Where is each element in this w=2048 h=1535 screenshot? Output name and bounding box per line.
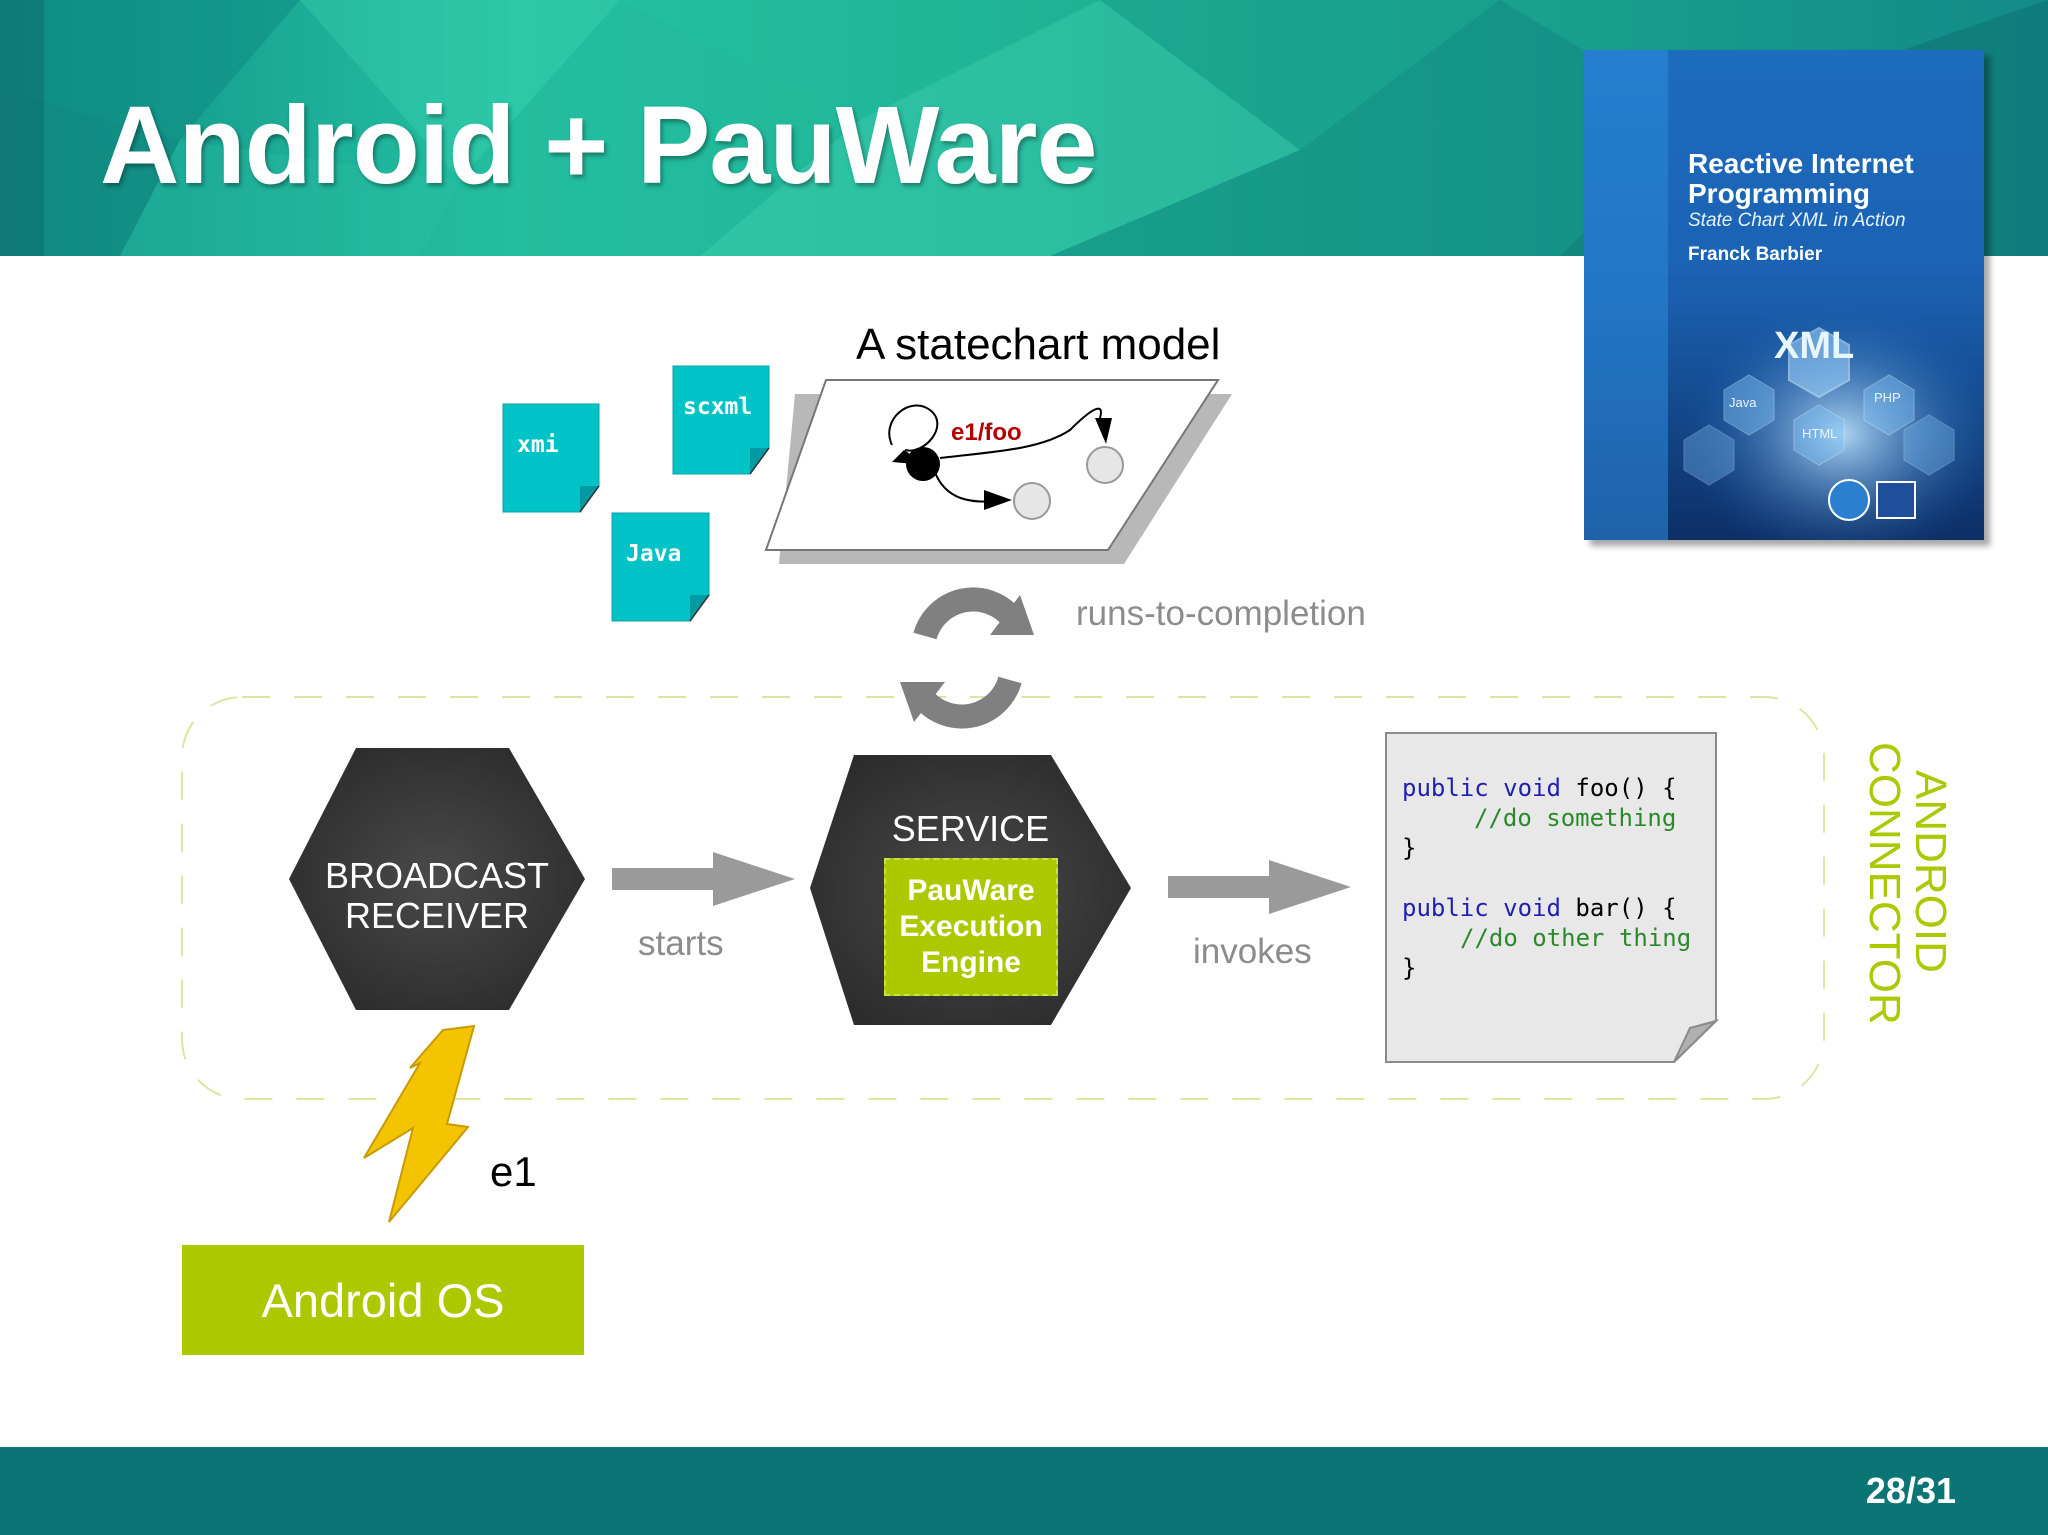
broadcast-receiver-hexagon bbox=[289, 748, 585, 1010]
code-sheet bbox=[1385, 732, 1720, 1063]
code-signature: foo() { bbox=[1560, 774, 1677, 802]
book-cover-word-php: PHP bbox=[1874, 390, 1901, 405]
starts-label: starts bbox=[638, 924, 724, 963]
book-cover-art bbox=[1584, 50, 1984, 540]
android-connector-boundary bbox=[181, 696, 1825, 1100]
book-author: Franck Barbier bbox=[1688, 244, 1823, 265]
book-cover: Reactive Internet Programming State Char… bbox=[1584, 50, 1984, 540]
footer-bar bbox=[0, 1447, 2048, 1535]
book-subtitle: State Chart XML in Action bbox=[1688, 210, 1906, 231]
code-line-1: public void foo() { bbox=[1402, 774, 1677, 802]
event-label: e1 bbox=[490, 1148, 537, 1195]
page-number: 28/31 bbox=[1865, 1470, 1956, 1511]
xmi-file-label: xmi bbox=[517, 432, 559, 458]
code-line-3: } bbox=[1402, 834, 1417, 862]
book-title-line2: Programming bbox=[1688, 178, 1871, 209]
android-connector-label: ANDROID CONNECTOR bbox=[1860, 742, 1960, 1025]
book-title-line1: Reactive Internet bbox=[1688, 148, 1914, 179]
book-cover-word-html: HTML bbox=[1802, 426, 1838, 441]
code-line-2: //do something bbox=[1474, 804, 1677, 832]
code-line-4: public void bar() { bbox=[1402, 894, 1677, 922]
book-cover-word-xml: XML bbox=[1774, 325, 1855, 367]
statechart-transition-label: e1/foo bbox=[951, 419, 1022, 446]
statechart-initial-state bbox=[906, 447, 940, 481]
code-line-5: //do other thing bbox=[1460, 924, 1692, 952]
statechart-state-b bbox=[1013, 482, 1051, 520]
book-cover-word-java: Java bbox=[1729, 395, 1757, 410]
starts-arrow bbox=[612, 852, 795, 906]
scxml-file-icon bbox=[672, 365, 770, 475]
android-connector-text: ANDROID CONNECTOR bbox=[1860, 742, 1955, 1025]
connector-line1: ANDROID bbox=[1906, 770, 1955, 973]
java-file-icon bbox=[611, 512, 710, 622]
code-line-6: } bbox=[1402, 954, 1417, 982]
scxml-file-label: scxml bbox=[683, 394, 753, 420]
engine-line1: PauWare bbox=[907, 874, 1035, 907]
connector-line2: CONNECTOR bbox=[1860, 742, 1909, 1022]
runs-to-completion-label: runs-to-completion bbox=[1076, 594, 1366, 633]
invokes-arrow bbox=[1168, 860, 1351, 914]
broadcast-receiver-label: BROADCAST RECEIVER bbox=[289, 856, 585, 936]
broadcast-receiver-line2: RECEIVER bbox=[344, 895, 530, 936]
code-signature: bar() { bbox=[1560, 894, 1677, 922]
event-lightning-icon bbox=[363, 1024, 476, 1223]
slide-title: Android + PauWare bbox=[100, 84, 1098, 207]
xmi-file-icon bbox=[502, 403, 600, 513]
invokes-label: invokes bbox=[1193, 932, 1312, 971]
code-keyword: public void bbox=[1402, 894, 1561, 922]
statechart-state-a bbox=[1086, 446, 1124, 484]
android-os-label: Android OS bbox=[261, 1273, 505, 1327]
refresh-cycle-icon bbox=[900, 587, 1034, 729]
broadcast-receiver-line1: BROADCAST bbox=[324, 855, 550, 896]
engine-line2: Execution bbox=[899, 910, 1043, 943]
pauware-engine-box: PauWare Execution Engine bbox=[884, 858, 1058, 996]
android-os-box: Android OS bbox=[182, 1245, 584, 1355]
code-keyword: public void bbox=[1402, 774, 1561, 802]
java-file-label: Java bbox=[626, 541, 682, 567]
engine-line3: Engine bbox=[920, 946, 1021, 979]
statechart-sheet bbox=[764, 379, 1232, 564]
service-label: SERVICE bbox=[891, 808, 1050, 849]
statechart-heading: A statechart model bbox=[856, 320, 1221, 369]
